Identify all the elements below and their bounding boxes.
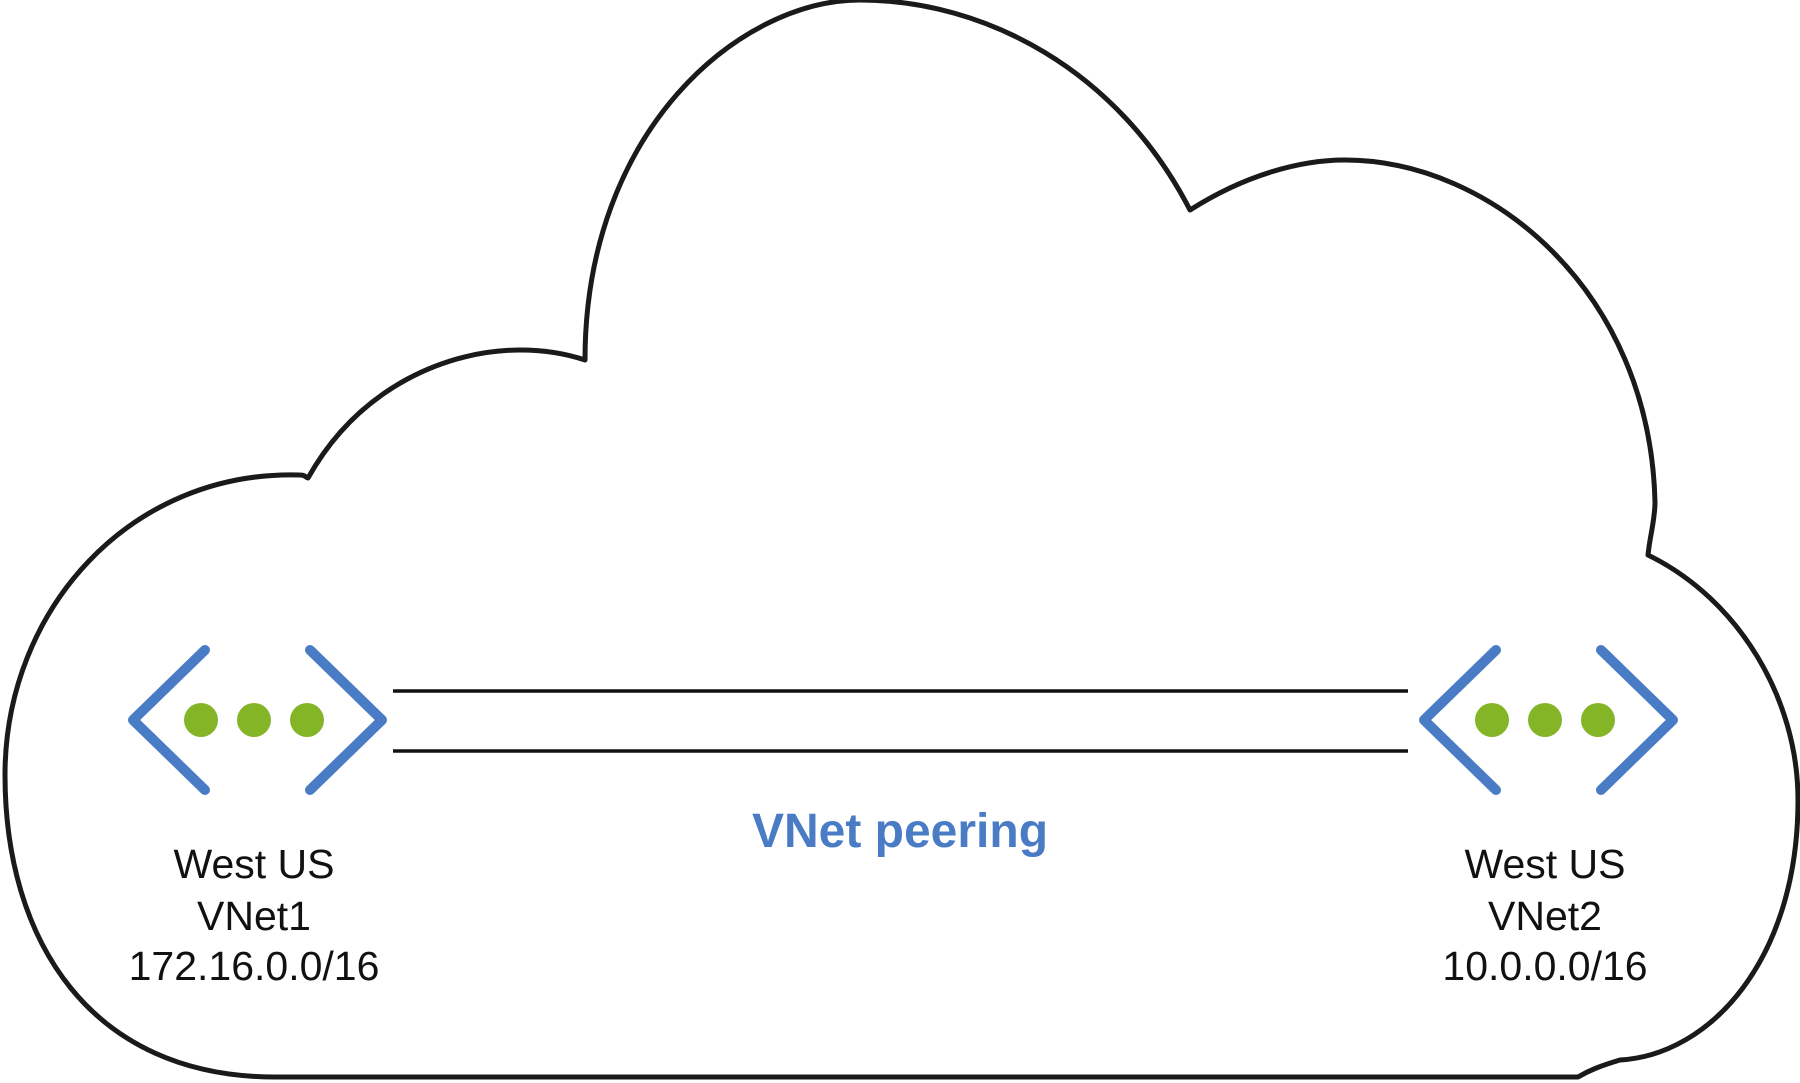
vnet2-region: West US	[1465, 841, 1626, 887]
vnet1-cidr: 172.16.0.0/16	[129, 943, 380, 989]
vnet2-cidr: 10.0.0.0/16	[1442, 943, 1647, 989]
vnet-icon-dot	[184, 703, 218, 737]
vnet-icon-dot	[1475, 703, 1509, 737]
vnet1-name: VNet1	[197, 893, 311, 939]
vnet-icon-dot	[237, 703, 271, 737]
vnet-icon-right-bracket	[305, 645, 387, 795]
vnet2-name: VNet2	[1488, 893, 1602, 939]
virtual-network-icon	[1419, 645, 1678, 795]
vnet-icon-dot	[290, 703, 324, 737]
vnet-icon-left-bracket	[128, 645, 210, 795]
vnet1-label: West US VNet1 172.16.0.0/16	[129, 841, 380, 989]
vnet-icon-left-bracket	[1419, 645, 1501, 795]
vnet-icon-right-bracket	[1596, 645, 1678, 795]
vnet-icon-dot	[1528, 703, 1562, 737]
vnet2-label: West US VNet2 10.0.0.0/16	[1442, 841, 1647, 989]
vnet-icon-dot	[1581, 703, 1615, 737]
peering-label: VNet peering	[752, 805, 1048, 858]
virtual-network-icon	[128, 645, 387, 795]
vnet1-region: West US	[174, 841, 335, 887]
